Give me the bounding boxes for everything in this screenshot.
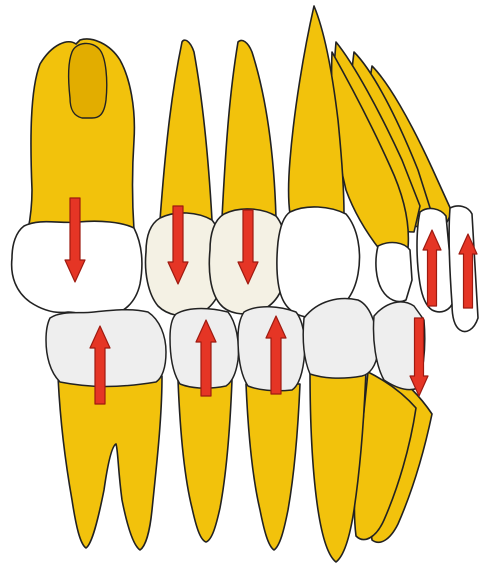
lower-roots (58, 370, 432, 562)
lower-second-premolar-root (178, 380, 232, 542)
upper-molar-root-fork (69, 43, 107, 118)
upper-canine-root (289, 6, 345, 214)
upper-first-premolar-root (222, 40, 276, 218)
upper-lateral-crown (376, 243, 412, 302)
lower-canine-crown (303, 299, 378, 379)
upper-second-premolar-root (160, 40, 212, 220)
lower-molar-root (58, 376, 162, 550)
lower-first-premolar-root (246, 384, 300, 550)
